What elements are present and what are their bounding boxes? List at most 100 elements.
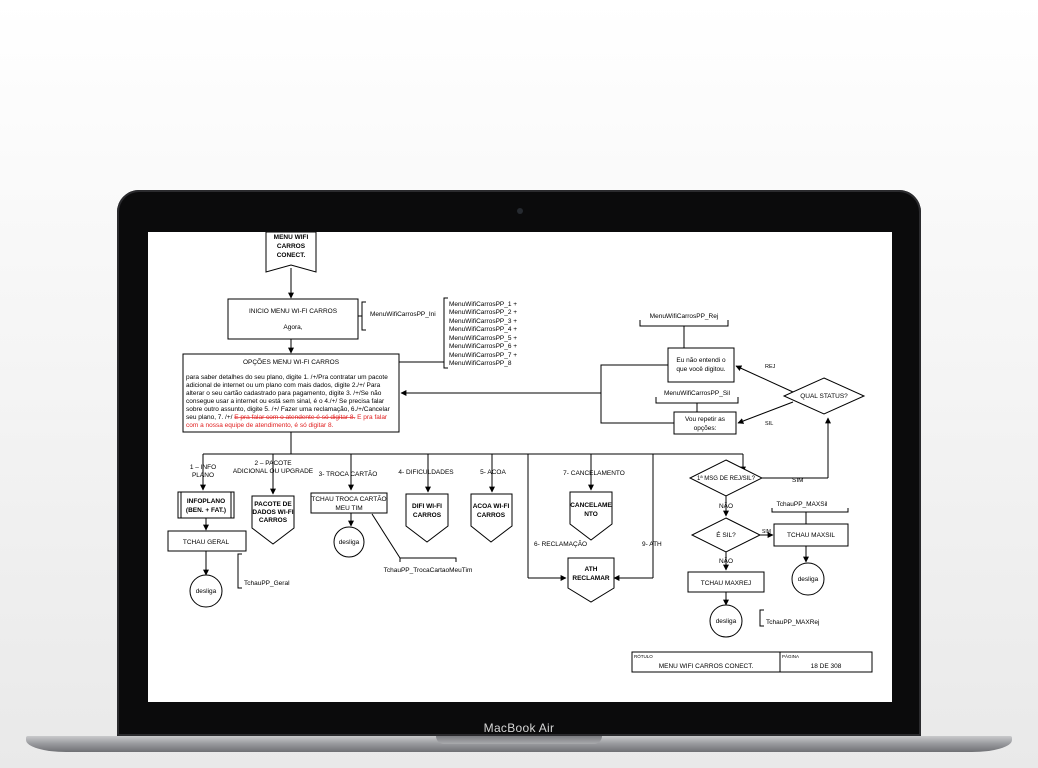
prompt-3: MenuWifiCarrosPP_3 + — [449, 318, 517, 325]
difi-line-1: DIFI WI-FI — [412, 503, 442, 510]
desliga-maxrej-text: desliga — [716, 618, 737, 625]
start-line-1: MENU WIFI — [274, 234, 309, 241]
rej-text-1: Eu não entendi o — [676, 357, 726, 364]
branch-2-line-1: 2 – PACOTE — [254, 460, 292, 467]
opcoes-line-4: consegue usar a internet ou está sem sin… — [186, 398, 385, 405]
maxsil-tag: TchauPP_MAXSil — [777, 501, 828, 508]
nao-label-2: NÃO — [719, 556, 733, 565]
ath-line-1: ATH — [585, 566, 598, 573]
maxsil-text: TCHAU MAXSIL — [787, 532, 835, 539]
branch-4: 4- DIFICULDADES — [398, 469, 454, 476]
opcoes-line-3: alterar o seu cartão cadastrado para pag… — [186, 390, 382, 397]
laptop-notch — [436, 736, 602, 744]
footer-rotulo: MENU WIFI CARROS CONECT. — [659, 663, 754, 670]
flowchart: MENU WIFI CARROS CONECT. INICIO MENU WI-… — [167, 232, 873, 673]
desliga-maxsil — [791, 562, 825, 596]
sil-text-1: Vou repetir as — [685, 416, 726, 423]
prompt-1: MenuWifiCarrosPP_1 + — [449, 301, 517, 308]
prompt-5: MenuWifiCarrosPP_5 + — [449, 335, 517, 342]
rej-tag: MenuWifiCarrosPP_Rej — [650, 313, 719, 320]
maxrej-tag: TchauPP_MAXRej — [766, 619, 819, 626]
desliga-maxrej — [709, 604, 743, 638]
troca-line-2: MEU TIM — [335, 505, 362, 512]
desliga-1-text: desliga — [196, 588, 217, 595]
cancelamento-node — [569, 491, 613, 541]
rej-text-2: que você digitou. — [676, 366, 725, 373]
opcoes-line-2: adicional de internet ou um plano com ma… — [186, 382, 381, 389]
prompt-8: MenuWifiCarrosPP_8 — [449, 360, 512, 367]
desliga-1 — [189, 574, 223, 608]
infoplano-box — [177, 491, 235, 519]
tchau-geral-text: TCHAU GERAL — [183, 539, 230, 546]
sim-label-1: SIM — [792, 477, 804, 484]
inicio-title: INICIO MENU WI-FI CARROS — [249, 308, 338, 315]
opcoes-line-1: para saber detalhes do seu plano, digite… — [186, 374, 388, 381]
opcoes-title: OPÇÕES MENU WI-FI CARROS — [243, 357, 340, 366]
branch-1-line-1: 1 – INFO — [190, 464, 216, 471]
difi-line-2: CARROS — [413, 512, 442, 519]
desliga-maxsil-text: desliga — [798, 576, 819, 583]
qual-status-diamond — [782, 377, 866, 415]
rej-label: REJ — [765, 364, 776, 370]
qual-status-text: QUAL STATUS? — [800, 393, 848, 400]
footer-pagina-label: PÁGINA — [782, 653, 799, 659]
desliga-3 — [333, 526, 365, 558]
laptop-base — [26, 736, 1012, 752]
pacote-line-2: DADOS WI-FI — [252, 509, 293, 516]
opcoes-line-6: seu plano, 7. /+/ E pra falar com o aten… — [186, 414, 388, 421]
acoa-node — [470, 493, 513, 543]
opcoes-line-5: sobre outro assunto, digite 5. /+/ Fazer… — [186, 406, 391, 413]
branch-7: 7- CANCELAMENTO — [563, 470, 625, 477]
sil-label: SIL — [765, 421, 773, 427]
cancelamento-line-2: NTO — [584, 511, 598, 518]
infoplano-line-1: INFOPLANO — [187, 498, 225, 505]
ath-node — [567, 557, 615, 603]
msg-decision-text: 1ª MSG DE REJ/SIL? — [697, 475, 756, 482]
start-banner — [265, 232, 317, 273]
prompt-2: MenuWifiCarrosPP_2 + — [449, 309, 517, 316]
troca-cartao-box — [310, 492, 388, 514]
cancelamento-line-1: CANCELAME — [570, 502, 612, 509]
infoplano-line-2: (BEN. + FAT.) — [186, 507, 226, 514]
pacote-node — [251, 495, 295, 545]
branch-3: 3- TROCA CARTÃO — [319, 469, 378, 478]
pacote-line-3: CARROS — [259, 517, 288, 524]
inicio-tag: MenuWifiCarrosPP_Ini — [370, 311, 436, 318]
footer-pagina: 18 DE 308 — [811, 663, 842, 670]
start-line-3: CONECT. — [277, 252, 306, 259]
troca-line-1: TCHAU TROCA CARTÃO — [311, 494, 386, 503]
screen: MENU WIFI CARROS CONECT. INICIO MENU WI-… — [148, 232, 892, 702]
footer-rotulo-label: RÓTULO — [634, 653, 653, 659]
prompt-4: MenuWifiCarrosPP_4 + — [449, 326, 517, 333]
inicio-text: Agora, — [283, 324, 302, 331]
tchau-geral-tag: TchauPP_Geral — [244, 580, 290, 587]
footer-table — [631, 651, 873, 673]
maxrej-text: TCHAU MAXREJ — [701, 580, 752, 587]
branch-6: 6- RECLAMAÇÃO — [534, 539, 587, 548]
acoa-line-1: ACOA WI-FI — [473, 503, 510, 510]
branch-9: 9- ATH — [642, 541, 662, 548]
pacote-line-1: PACOTE DE — [254, 501, 292, 508]
start-line-2: CARROS — [277, 243, 306, 250]
tchau-maxsil-box — [773, 523, 849, 547]
sil-tag: MenuWifiCarrosPP_Sil — [664, 390, 731, 397]
branch-1-line-2: PLANO — [192, 472, 214, 479]
inicio-box — [227, 298, 359, 340]
desliga-3-text: desliga — [339, 539, 360, 546]
difi-node — [405, 493, 449, 543]
prompt-6: MenuWifiCarrosPP_6 + — [449, 343, 517, 350]
prompt-7: MenuWifiCarrosPP_7 + — [449, 352, 517, 359]
ath-line-2: RECLAMAR — [572, 575, 609, 582]
sil-text-2: opções: — [694, 425, 717, 432]
troca-tag: TchauPP_TrocaCartaoMeuTim — [384, 567, 473, 574]
opcoes-line-7: com a nossa equipe de atendimento, é só … — [186, 422, 334, 429]
sim-label-2: SIM — [762, 529, 771, 535]
tchau-geral-box — [167, 530, 247, 552]
acoa-line-2: CARROS — [477, 512, 506, 519]
rej-box — [667, 347, 735, 383]
branch-2-line-2: ADICIONAL OU UPGRADE — [233, 468, 314, 475]
branch-5: 5- ACOA — [480, 469, 506, 476]
nao-label-1: NÃO — [719, 501, 733, 510]
sil-decision-text: É SIL? — [716, 530, 736, 539]
